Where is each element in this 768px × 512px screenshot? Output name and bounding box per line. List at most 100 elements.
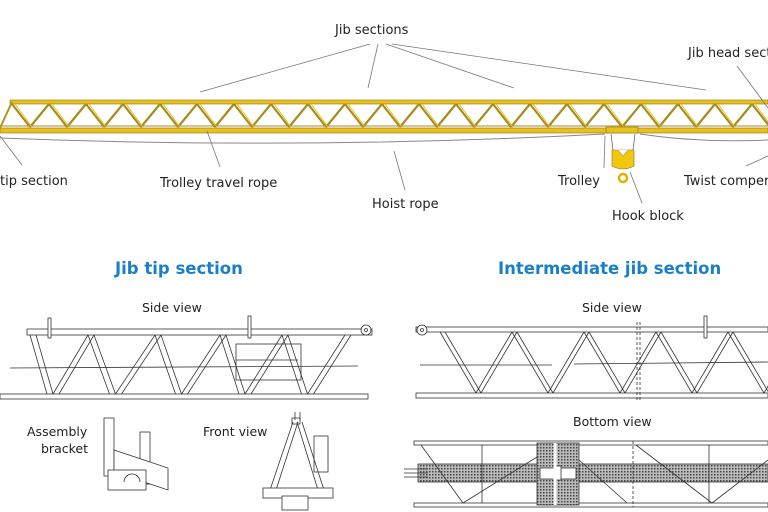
lattice-strut — [214, 103, 235, 128]
lattice-strut — [310, 103, 329, 128]
assembly-bracket-drawing — [103, 417, 169, 491]
lattice-strut — [655, 331, 693, 394]
lattice-strut — [29, 103, 50, 128]
lattice-strut — [473, 103, 494, 128]
lattice-strut — [29, 334, 48, 395]
lattice-strut — [11, 103, 31, 128]
lattice-strut — [606, 103, 625, 128]
lattice-strut — [93, 334, 116, 395]
lattice-strut — [35, 334, 54, 395]
lattice-strut — [14, 103, 33, 128]
lattice-strut — [121, 334, 162, 395]
lattice-strut — [287, 334, 308, 395]
lattice-strut — [691, 331, 729, 394]
lattice-strut — [754, 103, 768, 123]
lattice-strut — [66, 103, 87, 128]
lattice-strut — [439, 331, 477, 394]
lattice-strut — [444, 331, 482, 394]
label-twist-compensator: Twist compen — [684, 174, 768, 189]
lattice-strut — [458, 103, 477, 128]
intermediate-jib-section-title: Intermediate jib section — [498, 259, 722, 278]
trolley — [605, 126, 639, 151]
lattice-strut — [307, 103, 327, 128]
assembly-bracket-label-1: Assembly — [27, 424, 88, 439]
lattice-strut — [495, 103, 514, 128]
lattice-strut — [85, 103, 105, 128]
lattice-strut — [233, 103, 253, 128]
lattice-strut — [680, 103, 699, 128]
lattice-strut — [219, 334, 240, 395]
lattice-strut — [717, 103, 736, 128]
lattice-strut — [399, 103, 420, 128]
lattice-strut — [510, 103, 531, 128]
label-hoist-rope: Hoist rope — [372, 197, 439, 212]
hook-block — [611, 149, 635, 184]
lattice-strut — [763, 385, 768, 394]
lattice-strut — [732, 103, 753, 128]
lattice-strut — [199, 103, 218, 128]
lattice-strut — [288, 103, 309, 128]
jib-lattice — [11, 103, 768, 128]
lattice-strut — [270, 103, 290, 128]
lattice-strut — [660, 331, 698, 394]
lattice-strut — [640, 103, 660, 128]
lattice-strut — [177, 103, 198, 128]
lattice-strut — [115, 334, 156, 395]
lattice-strut — [480, 331, 518, 394]
lattice-strut — [751, 103, 768, 127]
lattice-strut — [696, 331, 734, 394]
lattice-strut — [547, 331, 585, 394]
jib-tip-side-view — [0, 315, 373, 400]
lattice-strut — [732, 331, 768, 393]
lattice-strut — [87, 334, 110, 395]
lattice-strut — [621, 103, 642, 128]
lattice-strut — [281, 334, 302, 395]
intermediate-side-view — [415, 315, 768, 400]
lattice-strut — [140, 103, 161, 128]
lattice-strut — [566, 103, 586, 128]
lattice-strut — [492, 103, 512, 128]
label-jib-sections: Jib sections — [335, 23, 409, 38]
lattice-strut — [584, 103, 605, 128]
lattice-strut — [603, 103, 623, 128]
jib-bottom-chord — [0, 127, 768, 134]
lattice-strut — [619, 331, 657, 394]
lattice-strut — [677, 103, 697, 128]
lattice-strut — [307, 334, 346, 395]
lattice-strut — [122, 103, 142, 128]
lattice-strut — [125, 103, 144, 128]
twist-rope-line — [639, 133, 768, 142]
lattice-strut — [569, 103, 588, 128]
lattice-strut — [187, 334, 227, 395]
label-trolley: Trolley — [558, 174, 600, 189]
leader-lines — [0, 43, 768, 204]
jib-top-chord — [9, 99, 768, 105]
label-hook-block: Hook block — [612, 209, 684, 224]
lattice-strut — [51, 103, 70, 128]
lattice-strut — [347, 103, 366, 128]
lattice-strut — [162, 103, 181, 128]
jib-tip-end — [0, 101, 13, 129]
lattice-strut — [325, 103, 346, 128]
lattice-strut — [511, 331, 549, 394]
lattice-strut — [418, 103, 438, 128]
lattice-strut — [516, 331, 554, 394]
lattice-strut — [344, 103, 364, 128]
lattice-strut — [475, 331, 513, 394]
assembly-bracket-label-2: bracket — [41, 441, 88, 456]
lattice-strut — [727, 331, 765, 394]
lattice-strut — [695, 103, 716, 128]
lattice-strut — [103, 103, 124, 128]
intermediate-side-view-label: Side view — [582, 300, 642, 315]
lattice-strut — [362, 103, 383, 128]
lattice-strut — [547, 103, 568, 128]
lattice-strut — [384, 103, 403, 128]
lattice-strut — [196, 103, 216, 128]
lattice-strut — [381, 103, 401, 128]
lattice-strut — [552, 331, 590, 394]
main-jib — [0, 99, 768, 184]
lattice-strut — [313, 334, 352, 395]
lattice-strut — [225, 334, 246, 395]
label-jib-tip-section: tip section — [0, 174, 68, 189]
intermediate-bottom-view-label: Bottom view — [573, 414, 652, 429]
